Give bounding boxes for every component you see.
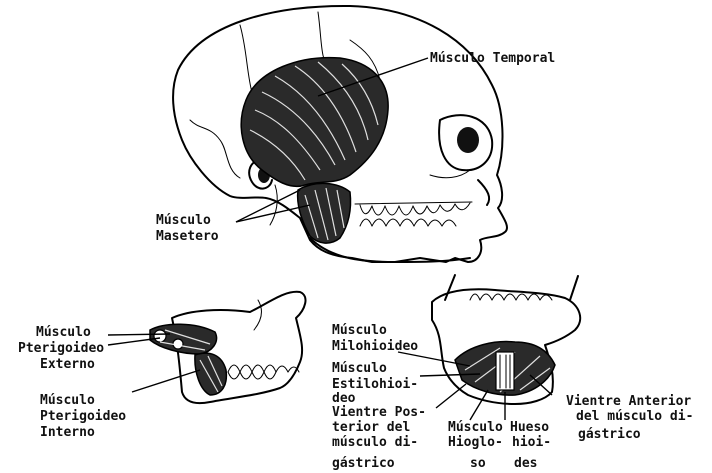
mandible-illustration [150, 292, 306, 403]
label-vientre-anterior: Vientre Anterior del músculo di- gástric… [566, 394, 701, 442]
label-musculo-milohioideo: Músculo Milohioideo [332, 323, 418, 354]
label-musculo-pterigoideo-interno: Músculo Pterigoideo Interno [40, 393, 134, 440]
label-musculo-hiogloso: Músculo Hioglo- so [448, 420, 511, 471]
skull-illustration [173, 6, 507, 262]
label-hueso-hioides: Hueso hioi- des [510, 420, 559, 471]
label-musculo-temporal: Músculo Temporal [430, 51, 555, 66]
temporal-muscle [241, 58, 388, 187]
label-musculo-masetero: Músculo Masetero [156, 213, 219, 244]
masseter-muscle [298, 183, 351, 243]
medial-pterygoid-muscle [195, 353, 226, 395]
label-musculo-estilohioideo: Músculo Estilohioi- deo [332, 361, 426, 406]
label-musculo-pterigoideo-externo: Músculo Pterigoideo Externo [18, 325, 112, 372]
mouth-floor-illustration [432, 275, 580, 404]
label-vientre-posterior: Vientre Pos- terior del músculo di- gást… [332, 405, 434, 471]
